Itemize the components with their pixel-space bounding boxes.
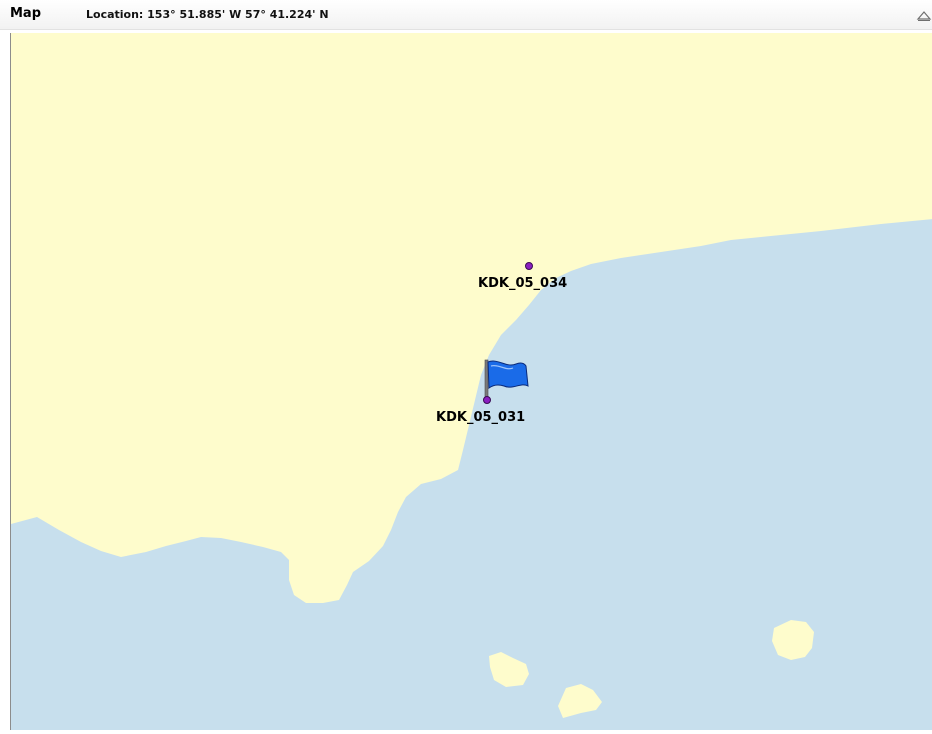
station-label: KDK_05_034 [478, 276, 567, 291]
panel-header: Map Location: 153° 51.885' W 57° 41.224'… [0, 0, 932, 30]
station-marker[interactable]: KDK_05_034 [478, 262, 567, 292]
station-dot-icon[interactable] [525, 262, 533, 270]
island [772, 620, 814, 660]
chevron-up-icon [916, 11, 932, 21]
map-canvas[interactable]: KDK_05_034 KDK_05_031 [10, 33, 932, 730]
station-marker-selected[interactable]: KDK_05_031 [436, 359, 529, 425]
panel-title: Map [10, 6, 42, 21]
station-dot-icon[interactable] [483, 396, 491, 404]
island [489, 652, 529, 687]
location-readout: Location: 153° 51.885' W 57° 41.224' N [86, 8, 329, 21]
station-label: KDK_05_031 [436, 410, 525, 425]
map-svg[interactable]: KDK_05_034 KDK_05_031 [11, 33, 932, 730]
collapse-button[interactable] [916, 8, 932, 22]
island [558, 684, 602, 718]
land-mainland [11, 33, 932, 603]
